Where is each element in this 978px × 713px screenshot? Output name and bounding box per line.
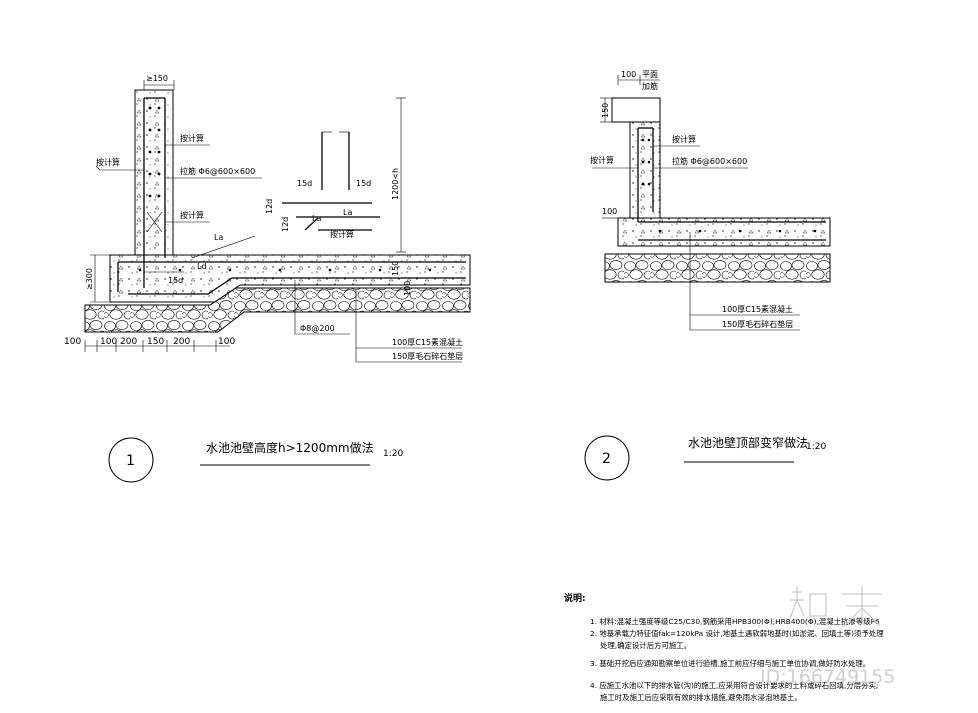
gravel-bed	[604, 253, 831, 283]
detail-1-section: ≥150 按计算 按计算 拉筋 Φ6@60	[64, 74, 471, 363]
layer-label: 150厚毛石碎石垫层	[722, 319, 793, 329]
wall-stem	[629, 121, 661, 222]
slab-label: 15d	[168, 276, 183, 285]
cap-label: 加筋	[642, 81, 658, 91]
base-slab: 100	[602, 207, 831, 247]
lap-label: 15d	[356, 179, 371, 188]
slab-label: La	[214, 233, 223, 242]
rebar-dots	[138, 268, 432, 272]
slab-depth-dimension: ≥300	[85, 254, 110, 303]
watermark-id: ID:166749155	[760, 666, 895, 688]
watermark: ID:166749155	[760, 586, 895, 688]
base-slab: La Ld 15d	[109, 233, 471, 303]
gravel-bed	[84, 287, 471, 333]
leader-text: 按计算	[180, 210, 204, 220]
detail-2-section: 100 平面 加筋 150 按计算	[590, 70, 831, 331]
note-line: 处理,确定设计后方可施工。	[600, 641, 691, 650]
dimension-label: 100	[100, 337, 117, 347]
dimension-label: 200	[120, 337, 137, 347]
lap-splice-sketch: 15d 15d 12d 12d La La 按计算	[265, 131, 380, 239]
dimension-label: 100	[64, 337, 81, 347]
scale-label: 1:20	[806, 442, 826, 452]
wall-stem	[134, 89, 174, 288]
layer-label: 100厚C15素混凝土	[392, 337, 463, 347]
notes-block: 说明: 1. 材料:混凝土强度等级C25/C30,钢筋采用HPB300(Φ),H…	[564, 592, 884, 702]
leader-text: 按计算	[96, 157, 120, 167]
note-line: 4. 应施工水池以下的排水管(沟)的施工,应采用符合设计要求的土料或碎石回填,分…	[590, 681, 878, 690]
bottom-bar-callout: Φ8@200	[294, 280, 350, 335]
lap-label: La	[312, 214, 321, 223]
rebar-dots	[641, 138, 651, 186]
leader-text: 按计算	[590, 155, 614, 165]
scale-label: 1:20	[383, 449, 403, 459]
note-line: 3. 基础开挖后应通知勘察单位进行验槽,施工前应仔细与施工单位协调,做好防水处理…	[590, 659, 870, 668]
dimension-label: 100	[218, 337, 235, 347]
wall-top-width-dimension: ≥150	[143, 74, 175, 90]
tie-bar-label: 拉筋 Φ6@600×600	[672, 156, 747, 166]
rebar-dots	[658, 229, 817, 233]
lap-label: 15d	[297, 179, 312, 188]
tie-bar-label: 拉筋 Φ6@600×600	[180, 166, 255, 176]
detail-1-caption: 1 水池池壁高度h>1200mm做法 1:20	[108, 437, 403, 483]
slab-label: Ld	[197, 262, 207, 271]
wall-callouts: 按计算 按计算 拉筋 Φ6@600×600	[590, 134, 748, 169]
layer-label: 150厚毛石碎石垫层	[392, 351, 463, 361]
watermark-logo	[789, 586, 882, 627]
wall-cap: 150	[600, 97, 661, 123]
dimension-label: 150	[601, 103, 610, 118]
lap-label: 12d	[281, 217, 290, 232]
dimension-label: 150	[147, 337, 164, 347]
detail-title: 水池池壁顶部变窄做法	[688, 435, 808, 450]
wall-callouts: 按计算 按计算 拉筋 Φ6@600×600 按计算	[95, 133, 262, 223]
detail-number-circle	[584, 435, 630, 481]
rebar-dots	[148, 106, 161, 198]
detail-number: 1	[126, 453, 135, 469]
leader-text: 按计算	[330, 229, 354, 239]
leader-text: 按计算	[180, 133, 204, 143]
detail-2-caption: 2 水池池壁顶部变窄做法 1:20	[584, 435, 826, 481]
dimension-label: 1200<h	[391, 168, 400, 200]
layer-leaders: 100厚C15素混凝土 150厚毛石碎石垫层	[689, 232, 800, 331]
lap-label: La	[343, 208, 352, 217]
layer-leaders: 100厚C15素混凝土 150厚毛石碎石垫层	[355, 290, 463, 363]
notes-title: 说明:	[564, 592, 586, 604]
leader-text: Φ8@200	[300, 324, 335, 333]
detail-number-circle	[108, 437, 154, 483]
layer-label: 100厚C15素混凝土	[722, 304, 793, 314]
cap-top-dimension: 100 平面 加筋	[617, 70, 660, 91]
dimension-label: 200	[173, 337, 190, 347]
note-line: 施工时及施工后应采取有效的排水措施,避免雨水浸泡地基土。	[600, 693, 802, 702]
dimension-label: ≥150	[146, 74, 168, 83]
detail-title: 水池池壁高度h>1200mm做法	[206, 440, 374, 455]
dimension-label: 100	[602, 207, 617, 216]
detail-number: 2	[602, 451, 611, 467]
note-line: 1. 材料:混凝土强度等级C25/C30,钢筋采用HPB300(Φ),HRB40…	[590, 617, 880, 626]
dimension-label: 100	[621, 70, 636, 79]
dimension-label: ≥300	[85, 268, 94, 290]
lap-label: 12d	[265, 199, 274, 214]
cap-label: 平面	[642, 70, 658, 79]
note-line: 2. 地基承载力特征值fak=120kPa 设计,地基土遇软弱地基时(如淤泥、回…	[590, 629, 884, 638]
leader-text: 按计算	[672, 134, 696, 144]
dimension-row: 100 100 200 150 200 100	[64, 337, 235, 352]
